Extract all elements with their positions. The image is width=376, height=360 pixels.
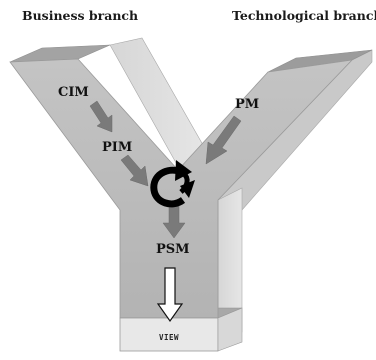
business-branch-title: Business branch: [22, 8, 138, 23]
view-label: VIEW: [159, 333, 179, 342]
cycle-icon: [150, 160, 195, 208]
pm-to-cycle-arrow: [205, 115, 242, 165]
view-block-front: [119, 317, 219, 352]
pm-label: PM: [235, 97, 259, 112]
cim-to-pim-arrow: [89, 100, 113, 133]
y-shape-side-faces: [109, 37, 373, 343]
pim-to-cycle-arrow: [120, 154, 149, 187]
y-shape-front-face: [9, 58, 354, 319]
technological-branch-title: Technological branch: [232, 8, 376, 23]
cycle-to-psm-arrow: [162, 204, 186, 239]
psm-label: PSM: [156, 242, 190, 257]
transformation-arrows: [89, 100, 242, 239]
psm-to-view-arrow: [156, 267, 184, 323]
view-block-side: [217, 307, 243, 352]
cim-label: CIM: [58, 85, 89, 100]
view-block: VIEW: [119, 307, 243, 352]
pim-label: PIM: [102, 140, 132, 155]
